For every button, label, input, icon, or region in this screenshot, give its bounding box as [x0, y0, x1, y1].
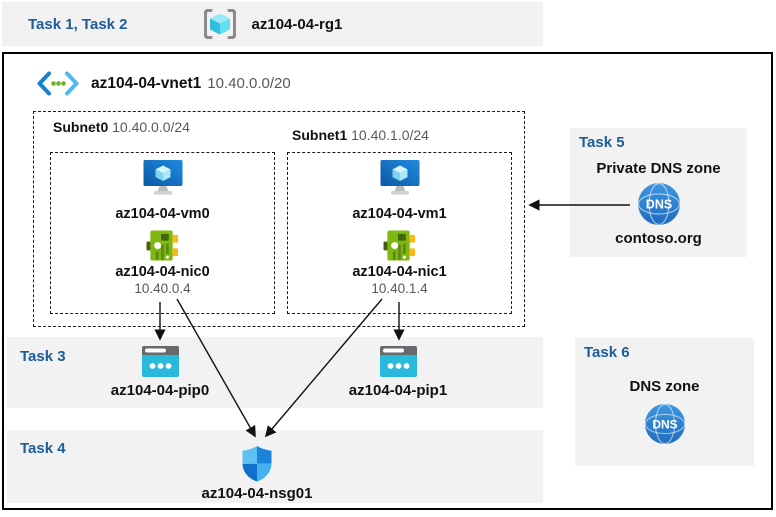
private-dns-zone-name: contoso.org	[615, 230, 702, 247]
nic1-ip: 10.40.1.4	[371, 281, 428, 296]
vnet-name: az104-04-vnet1	[91, 74, 202, 92]
dns-zone-title: DNS zone	[629, 378, 700, 395]
task5-panel: Task 5 Private DNS zone DNS contoso.org	[570, 128, 747, 257]
nic-icon	[146, 230, 179, 261]
task4-label: Task 4	[20, 440, 66, 457]
task5-label: Task 5	[579, 134, 625, 151]
subnet0-name: Subnet0	[53, 119, 109, 135]
task4-panel: Task 4	[7, 430, 543, 503]
task6-content: DNS zone DNS	[575, 338, 754, 445]
public-ip-icon	[141, 346, 179, 377]
nsg-shield-icon	[242, 446, 272, 482]
subnet0-label: Subnet0 10.40.0.0/24	[53, 119, 190, 135]
resource-group-icon	[203, 9, 236, 39]
public-ip-icon	[379, 346, 417, 377]
nic0-ip: 10.40.0.4	[134, 281, 191, 296]
task12-panel: Task 1, Task 2 az104-04-rg1	[2, 2, 543, 46]
nic0-name: az104-04-nic0	[115, 264, 210, 280]
virtual-machine-icon	[380, 160, 419, 195]
subnet1-resources: az104-04-vm1 az104-04-nic1 10.40.1.4	[287, 160, 512, 296]
pip0-resource: az104-04-pip0	[100, 346, 220, 399]
dns-globe-icon: DNS	[637, 182, 680, 226]
virtual-machine-icon	[143, 160, 182, 195]
vm0-name: az104-04-vm0	[115, 206, 210, 222]
vnet-header: az104-04-vnet1 10.40.0.0/20	[35, 70, 291, 97]
dns-globe-icon: DNS	[644, 403, 685, 445]
task6-label: Task 6	[584, 344, 630, 361]
nsg-name: az104-04-nsg01	[201, 485, 313, 502]
nic1-name: az104-04-nic1	[352, 264, 447, 280]
private-dns-zone-title: Private DNS zone	[596, 160, 721, 177]
subnet1-cidr: 10.40.1.0/24	[351, 127, 429, 143]
task12-label: Task 1, Task 2	[28, 15, 128, 33]
task3-panel: Task 3	[7, 337, 543, 408]
subnet0-box	[50, 152, 275, 314]
subnet1-name: Subnet1	[292, 127, 348, 143]
pip1-resource: az104-04-pip1	[338, 346, 458, 399]
subnet1-label: Subnet1 10.40.1.0/24	[292, 127, 429, 143]
pip0-name: az104-04-pip0	[110, 382, 210, 399]
pip1-name: az104-04-pip1	[348, 382, 448, 399]
subnet0-resources: az104-04-vm0 az104-04-nic0 10.40.0.4	[50, 160, 275, 296]
task5-content: Private DNS zone DNS contoso.org	[570, 128, 747, 247]
task6-panel: Task 6 DNS zone DNS	[575, 338, 754, 466]
subnet0-cidr: 10.40.0.0/24	[112, 119, 190, 135]
vnet-cidr: 10.40.0.0/20	[207, 75, 291, 92]
nic-icon	[383, 230, 416, 261]
svg-text:DNS: DNS	[645, 198, 671, 212]
vm1-name: az104-04-vm1	[352, 206, 447, 222]
task3-label: Task 3	[20, 348, 66, 365]
svg-text:DNS: DNS	[652, 417, 677, 431]
virtual-network-icon	[37, 71, 79, 96]
resource-group-name: az104-04-rg1	[251, 15, 343, 33]
nsg-resource: az104-04-nsg01	[197, 446, 317, 502]
